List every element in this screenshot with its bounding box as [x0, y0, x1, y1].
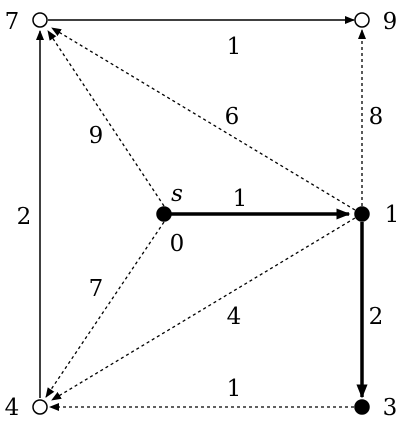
node-s [156, 206, 172, 222]
weight-1-7: 6 [225, 104, 240, 130]
edge-1-to-4 [51, 217, 356, 401]
edge-s-to-7 [47, 30, 165, 207]
node-3 [354, 399, 370, 415]
edge-weight-layer: 1 2 1 2 9 7 6 8 4 1 [17, 34, 384, 402]
weight-7-9: 1 [227, 34, 242, 60]
weight-1-3: 2 [369, 304, 384, 330]
weight-3-4: 1 [227, 376, 242, 402]
node-1-label: 1 [385, 202, 400, 228]
node-9-label: 9 [383, 9, 398, 35]
weight-1-4: 4 [227, 304, 242, 330]
node-4 [32, 399, 48, 415]
node-label-layer: s 0 1 3 4 7 9 [5, 9, 400, 421]
edge-1-to-7 [51, 27, 356, 211]
weight-s-4: 7 [89, 276, 104, 302]
node-s-label: 0 [170, 231, 185, 257]
edge-layer [36, 16, 368, 411]
node-layer [32, 12, 370, 415]
node-7-label: 7 [5, 9, 20, 35]
weight-s-1: 1 [233, 186, 248, 212]
weight-1-9: 8 [369, 104, 384, 130]
weight-4-7: 2 [17, 204, 32, 230]
node-4-label: 4 [5, 395, 20, 421]
node-s-tag: s [171, 181, 183, 207]
node-7 [32, 12, 48, 28]
node-9 [354, 12, 370, 28]
weight-s-7: 9 [89, 123, 104, 149]
node-3-label: 3 [383, 395, 398, 421]
edge-s-to-4 [45, 221, 165, 398]
node-1 [354, 206, 370, 222]
